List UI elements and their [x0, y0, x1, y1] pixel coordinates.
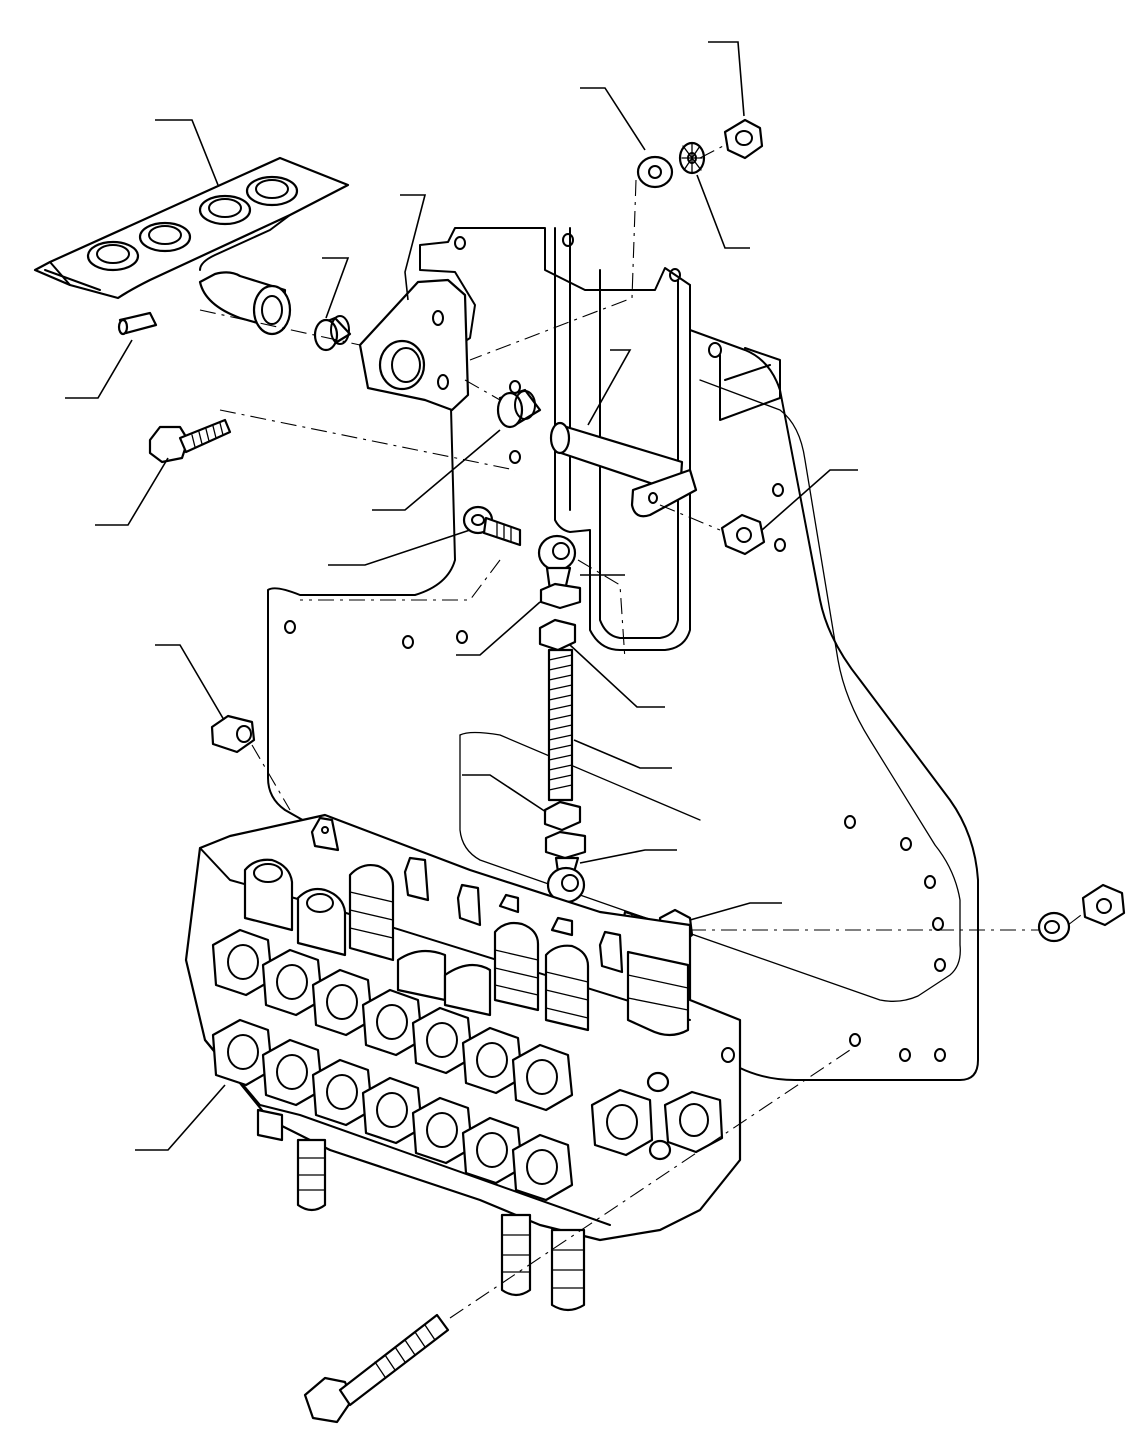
jam-nut-upper [538, 618, 577, 652]
vertical-support-arm [554, 227, 781, 651]
bushing-upper [313, 315, 352, 352]
control-valve-block [184, 813, 742, 1312]
pivot-bracket [358, 278, 470, 412]
valve-hose-nipple [256, 1108, 586, 1312]
lever-shaft [549, 421, 698, 518]
hex-nut-top [723, 118, 764, 160]
pedal-hub [198, 271, 292, 336]
bushing-lower [496, 388, 542, 429]
threaded-rod [547, 648, 574, 802]
pedal-grip-ring [86, 175, 299, 272]
hex-bolt-left [148, 418, 232, 464]
lock-washer-toothed [678, 141, 706, 175]
hex-nut-left-plate [210, 714, 256, 754]
socket-cap-screw [462, 505, 522, 547]
washer-flat-top [636, 155, 674, 189]
rod-end-upper [537, 534, 582, 610]
callout-leader [65, 41, 858, 1151]
roll-pin [117, 311, 158, 336]
assembly-center-line [199, 144, 1086, 1319]
valve-spool-cap [243, 858, 690, 1037]
foot-pedal [33, 156, 350, 336]
hex-nut-right-shaft [720, 513, 766, 556]
washer-flat-right [1037, 911, 1071, 943]
valve-port-fitting [211, 928, 735, 1202]
valve-lever-tab [310, 816, 624, 974]
jam-nut-lower [543, 800, 582, 832]
hex-nut-right [1081, 883, 1126, 927]
rod-end-lower [544, 830, 587, 904]
long-hex-bolt [303, 1313, 450, 1424]
